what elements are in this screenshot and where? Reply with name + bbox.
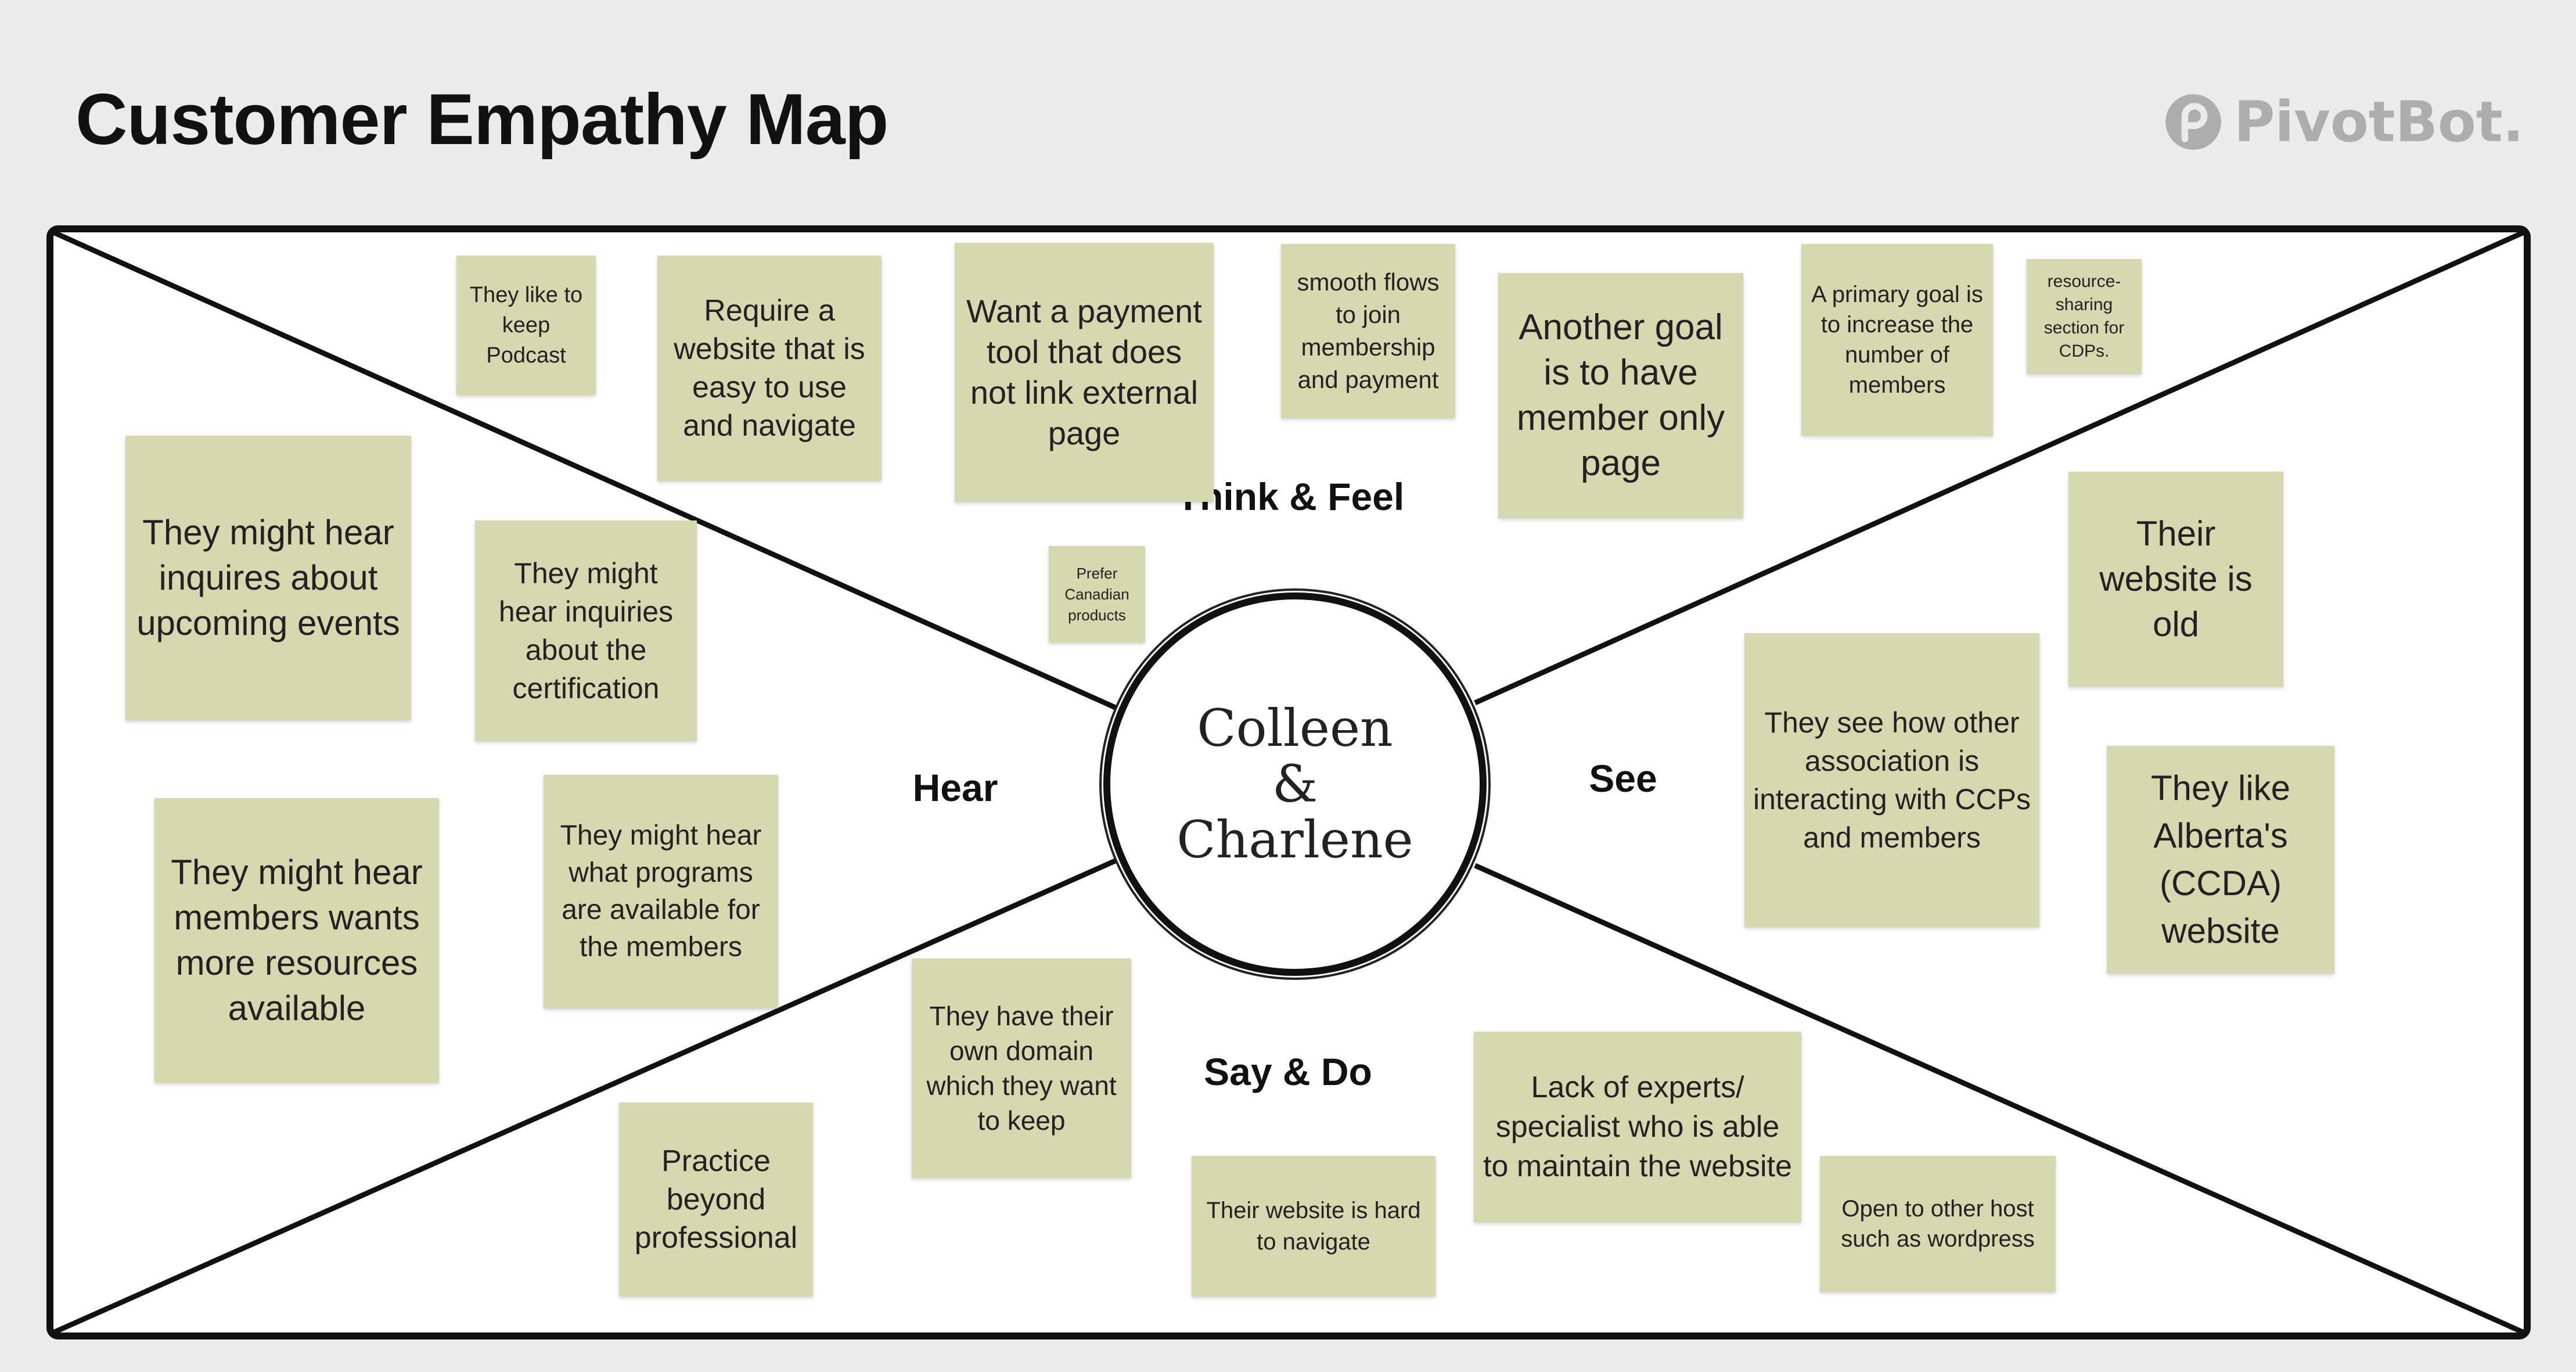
sticky-note[interactable]: Prefer Canadian products	[1049, 546, 1145, 642]
sticky-note-text: They have their own domain which they wa…	[926, 1001, 1117, 1136]
sticky-note[interactable]: smooth flows to join membership and paym…	[1281, 244, 1455, 418]
sticky-note[interactable]: A primary goal is to increase the number…	[1801, 244, 1993, 436]
sticky-note-text: Another goal is to have member only page	[1516, 307, 1725, 483]
page-title: Customer Empathy Map	[75, 80, 888, 160]
sticky-note-text: Require a website that is easy to use an…	[674, 294, 865, 443]
quadrant-label-think-feel: Think & Feel	[1176, 475, 1405, 518]
divider-bottom-left	[52, 857, 1119, 1335]
sticky-note-text: Lack of experts/ specialist who is able …	[1483, 1071, 1792, 1183]
sticky-note-text: Want a payment tool that does not link e…	[966, 293, 1202, 451]
brand-logo: PivotBot.	[2163, 87, 2524, 157]
persona-circle[interactable]: Colleen & Charlene	[1103, 592, 1487, 976]
sticky-note-text: Open to other host such as wordpress	[1841, 1196, 2035, 1252]
sticky-note-text: They might hear inquires about upcoming …	[136, 513, 400, 642]
sticky-note-text: Prefer Canadian products	[1064, 565, 1129, 624]
pivotbot-logo-icon	[2165, 94, 2221, 150]
sticky-note[interactable]: Their website is old	[2068, 472, 2283, 687]
sticky-note[interactable]: resource-sharing section for CDPs.	[2027, 259, 2142, 374]
sticky-note-text: smooth flows to join membership and paym…	[1297, 268, 1440, 393]
sticky-note[interactable]: They might hear inquiries about the cert…	[475, 520, 697, 741]
sticky-note-text: Their website is hard to navigate	[1206, 1198, 1421, 1255]
sticky-note[interactable]: They see how other association is intera…	[1744, 633, 2039, 927]
sticky-note-text: Their website is old	[2099, 514, 2253, 644]
sticky-note-text: They like Alberta's (CCDA) website	[2150, 768, 2291, 950]
sticky-note[interactable]: They like Alberta's (CCDA) website	[2107, 746, 2334, 974]
sticky-note[interactable]: Another goal is to have member only page	[1498, 273, 1743, 518]
sticky-note-text: resource-sharing section for CDPs.	[2043, 272, 2125, 361]
quadrant-label-say-do: Say & Do	[1204, 1050, 1372, 1093]
sticky-note-text: They might hear inquiries about the cert…	[498, 557, 674, 705]
sticky-note[interactable]: Want a payment tool that does not link e…	[955, 243, 1214, 502]
quadrant-label-see: See	[1589, 757, 1657, 800]
brand-name: PivotBot.	[2234, 89, 2524, 155]
sticky-note-text: A primary goal is to increase the number…	[1811, 282, 1983, 398]
sticky-note-text: They might hear members wants more resou…	[171, 853, 423, 1028]
sticky-note[interactable]: Their website is hard to navigate	[1192, 1156, 1435, 1296]
divider-top-left	[52, 229, 1119, 712]
divider-bottom-right	[1474, 863, 2525, 1335]
divider-top-right	[1474, 229, 2525, 706]
quadrant-label-hear: Hear	[912, 766, 998, 809]
sticky-note-text: They see how other association is intera…	[1753, 706, 2031, 854]
sticky-note[interactable]: Open to other host such as wordpress	[1820, 1156, 2056, 1292]
sticky-note[interactable]: Require a website that is easy to use an…	[657, 256, 882, 481]
sticky-note[interactable]: They have their own domain which they wa…	[912, 958, 1131, 1178]
sticky-note-text: Practice beyond professional	[634, 1144, 798, 1255]
sticky-note[interactable]: They like to keep Podcast	[456, 256, 596, 395]
sticky-note-text: They like to keep Podcast	[469, 283, 583, 368]
sticky-note[interactable]: Practice beyond professional	[619, 1102, 813, 1296]
sticky-note[interactable]: They might hear what programs are availa…	[544, 775, 778, 1008]
sticky-note-text: They might hear what programs are availa…	[560, 820, 762, 962]
persona-name: Colleen & Charlene	[1177, 698, 1413, 870]
sticky-note[interactable]: They might hear inquires about upcoming …	[125, 436, 411, 720]
sticky-note[interactable]: Lack of experts/ specialist who is able …	[1474, 1032, 1801, 1222]
sticky-note[interactable]: They might hear members wants more resou…	[154, 798, 439, 1083]
